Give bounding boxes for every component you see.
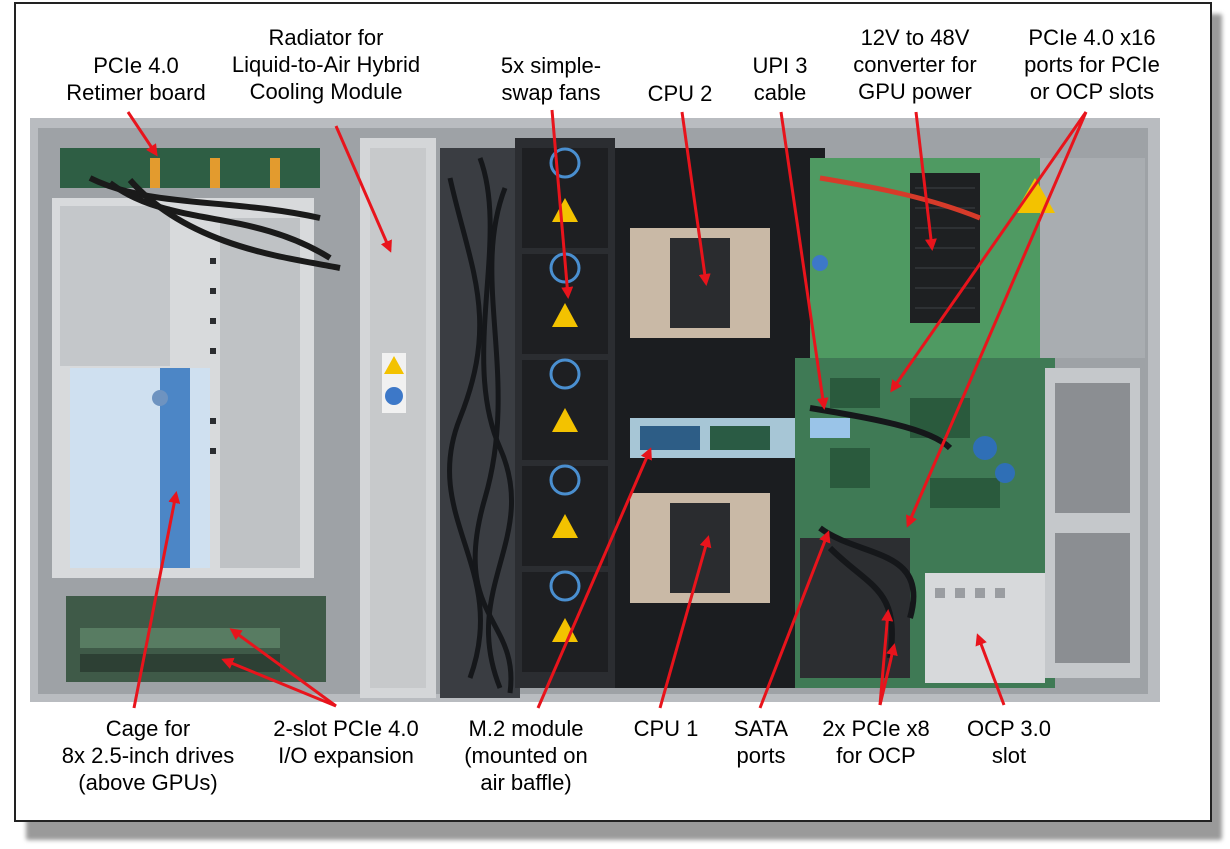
label-pcie-x16: PCIe 4.0 x16 ports for PCIe or OCP slots	[1024, 25, 1160, 104]
server-photo	[30, 118, 1160, 702]
label-sata: SATA ports	[733, 716, 789, 768]
label-cpu2: CPU 2	[647, 81, 713, 106]
label-drive-cage: Cage for 8x 2.5-inch drives (above GPUs)	[61, 716, 235, 795]
label-fans: 5x simple- swap fans	[500, 53, 602, 105]
label-radiator: Radiator for Liquid-to-Air Hybrid Coolin…	[231, 25, 421, 104]
label-cpu1: CPU 1	[633, 716, 699, 741]
label-pcie-retimer: PCIe 4.0 Retimer board	[66, 53, 206, 105]
label-m2-module: M.2 module (mounted on air baffle)	[464, 716, 588, 795]
label-ocp: OCP 3.0 slot	[967, 716, 1051, 768]
label-converter: 12V to 48V converter for GPU power	[853, 25, 977, 104]
label-pcie-x8: 2x PCIe x8 for OCP	[822, 716, 930, 768]
label-upi-cable: UPI 3 cable	[752, 53, 808, 105]
upi-cable-connector	[810, 418, 850, 438]
fans	[522, 147, 608, 672]
label-io-expansion: 2-slot PCIe 4.0 I/O expansion	[273, 716, 419, 768]
